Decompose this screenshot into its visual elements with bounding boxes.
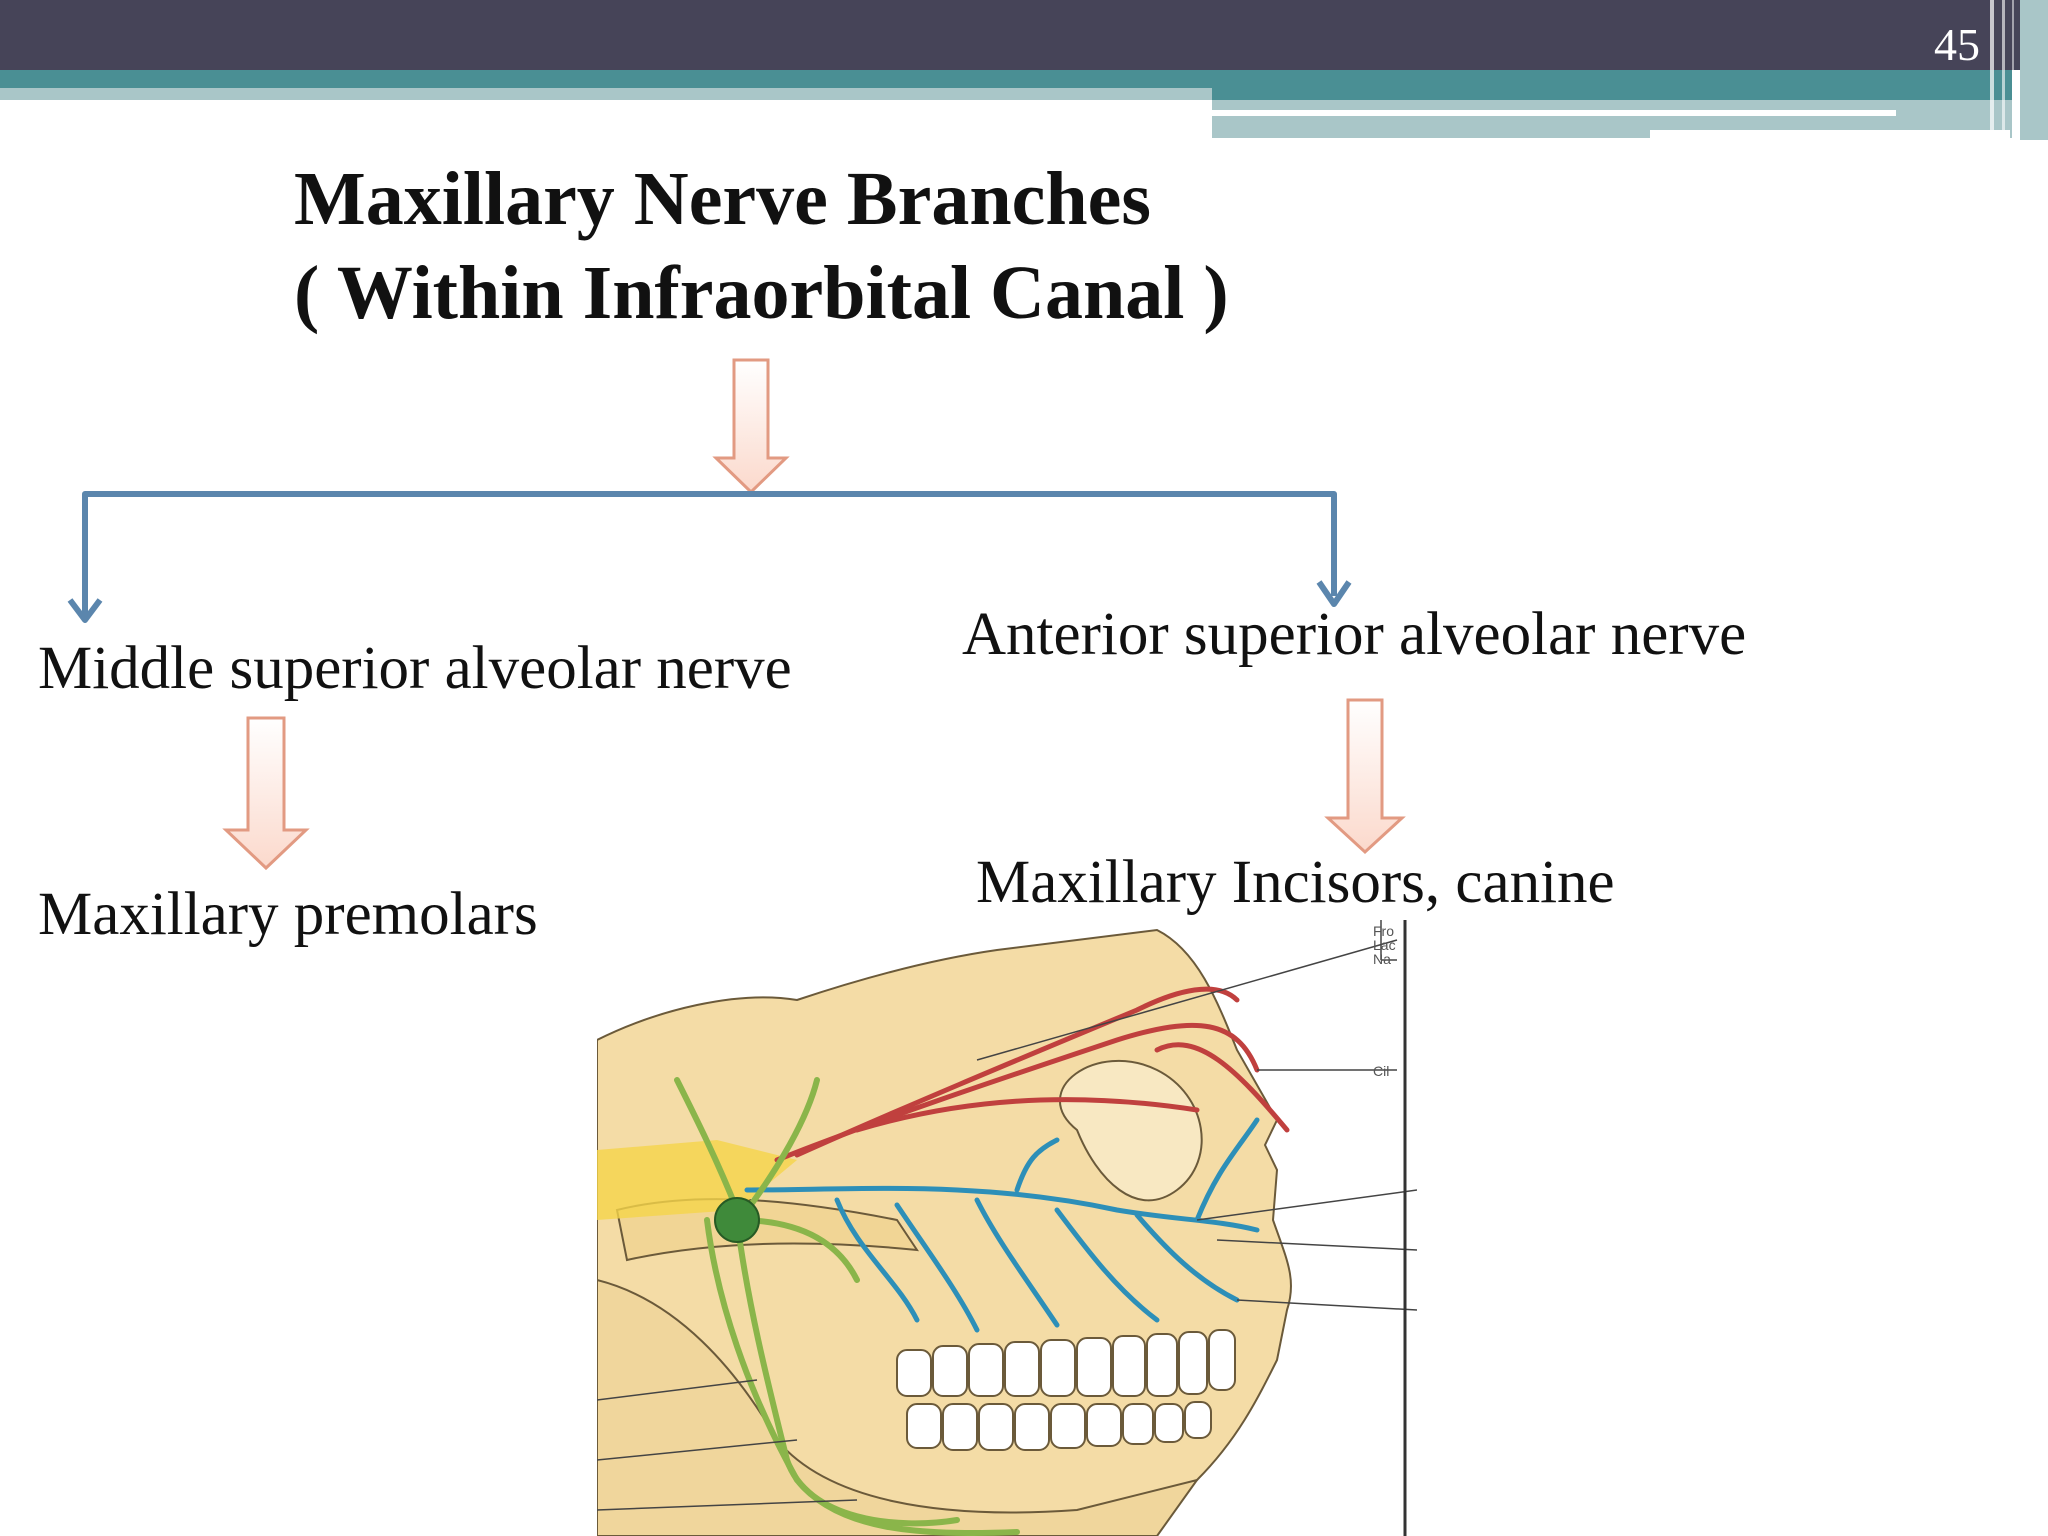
red-nerve-branches (774, 986, 1290, 1163)
figure-label-fragment-1: Fro (1373, 923, 1394, 939)
orbit (1059, 1059, 1203, 1202)
figure-label-fragment-3: Na (1373, 951, 1391, 967)
bracket-arrowhead-left (67, 598, 103, 623)
blue-nerve-branches (744, 1117, 1260, 1333)
upper-teeth (896, 1329, 1236, 1397)
branch-bracket (82, 491, 1337, 616)
slide-title: Maxillary Nerve Branches ( Within Infrao… (294, 152, 1229, 340)
title-line-1: Maxillary Nerve Branches (294, 157, 1151, 241)
figure-label-fragment-2: Lac (1373, 937, 1396, 953)
figure-label-fragment-4: Cil (1373, 1063, 1389, 1079)
slide-number: 45 (1934, 19, 1980, 70)
label-leader-lines (597, 920, 1417, 1511)
arrow-title-down (712, 358, 790, 495)
maxillary-nerve-anatomy-illustration: Fro Lac Na Cil (597, 920, 1417, 1536)
mandible (597, 1278, 1200, 1536)
maxillary-incisors-canine-label: Maxillary Incisors, canine (976, 849, 1615, 916)
lower-teeth (906, 1401, 1212, 1451)
arrow-left-down (222, 716, 310, 871)
title-line-2: ( Within Infraorbital Canal ) (294, 251, 1229, 335)
maxillary-premolars-label: Maxillary premolars (38, 881, 538, 948)
middle-superior-alveolar-nerve-label: Middle superior alveolar nerve (38, 635, 792, 702)
anterior-superior-alveolar-nerve-label: Anterior superior alveolar nerve (962, 601, 1747, 668)
arrow-right-down (1324, 698, 1406, 855)
pterygopalatine-ganglion (714, 1197, 760, 1243)
header-band (0, 0, 2048, 140)
green-nerve-branches (674, 1077, 1020, 1536)
